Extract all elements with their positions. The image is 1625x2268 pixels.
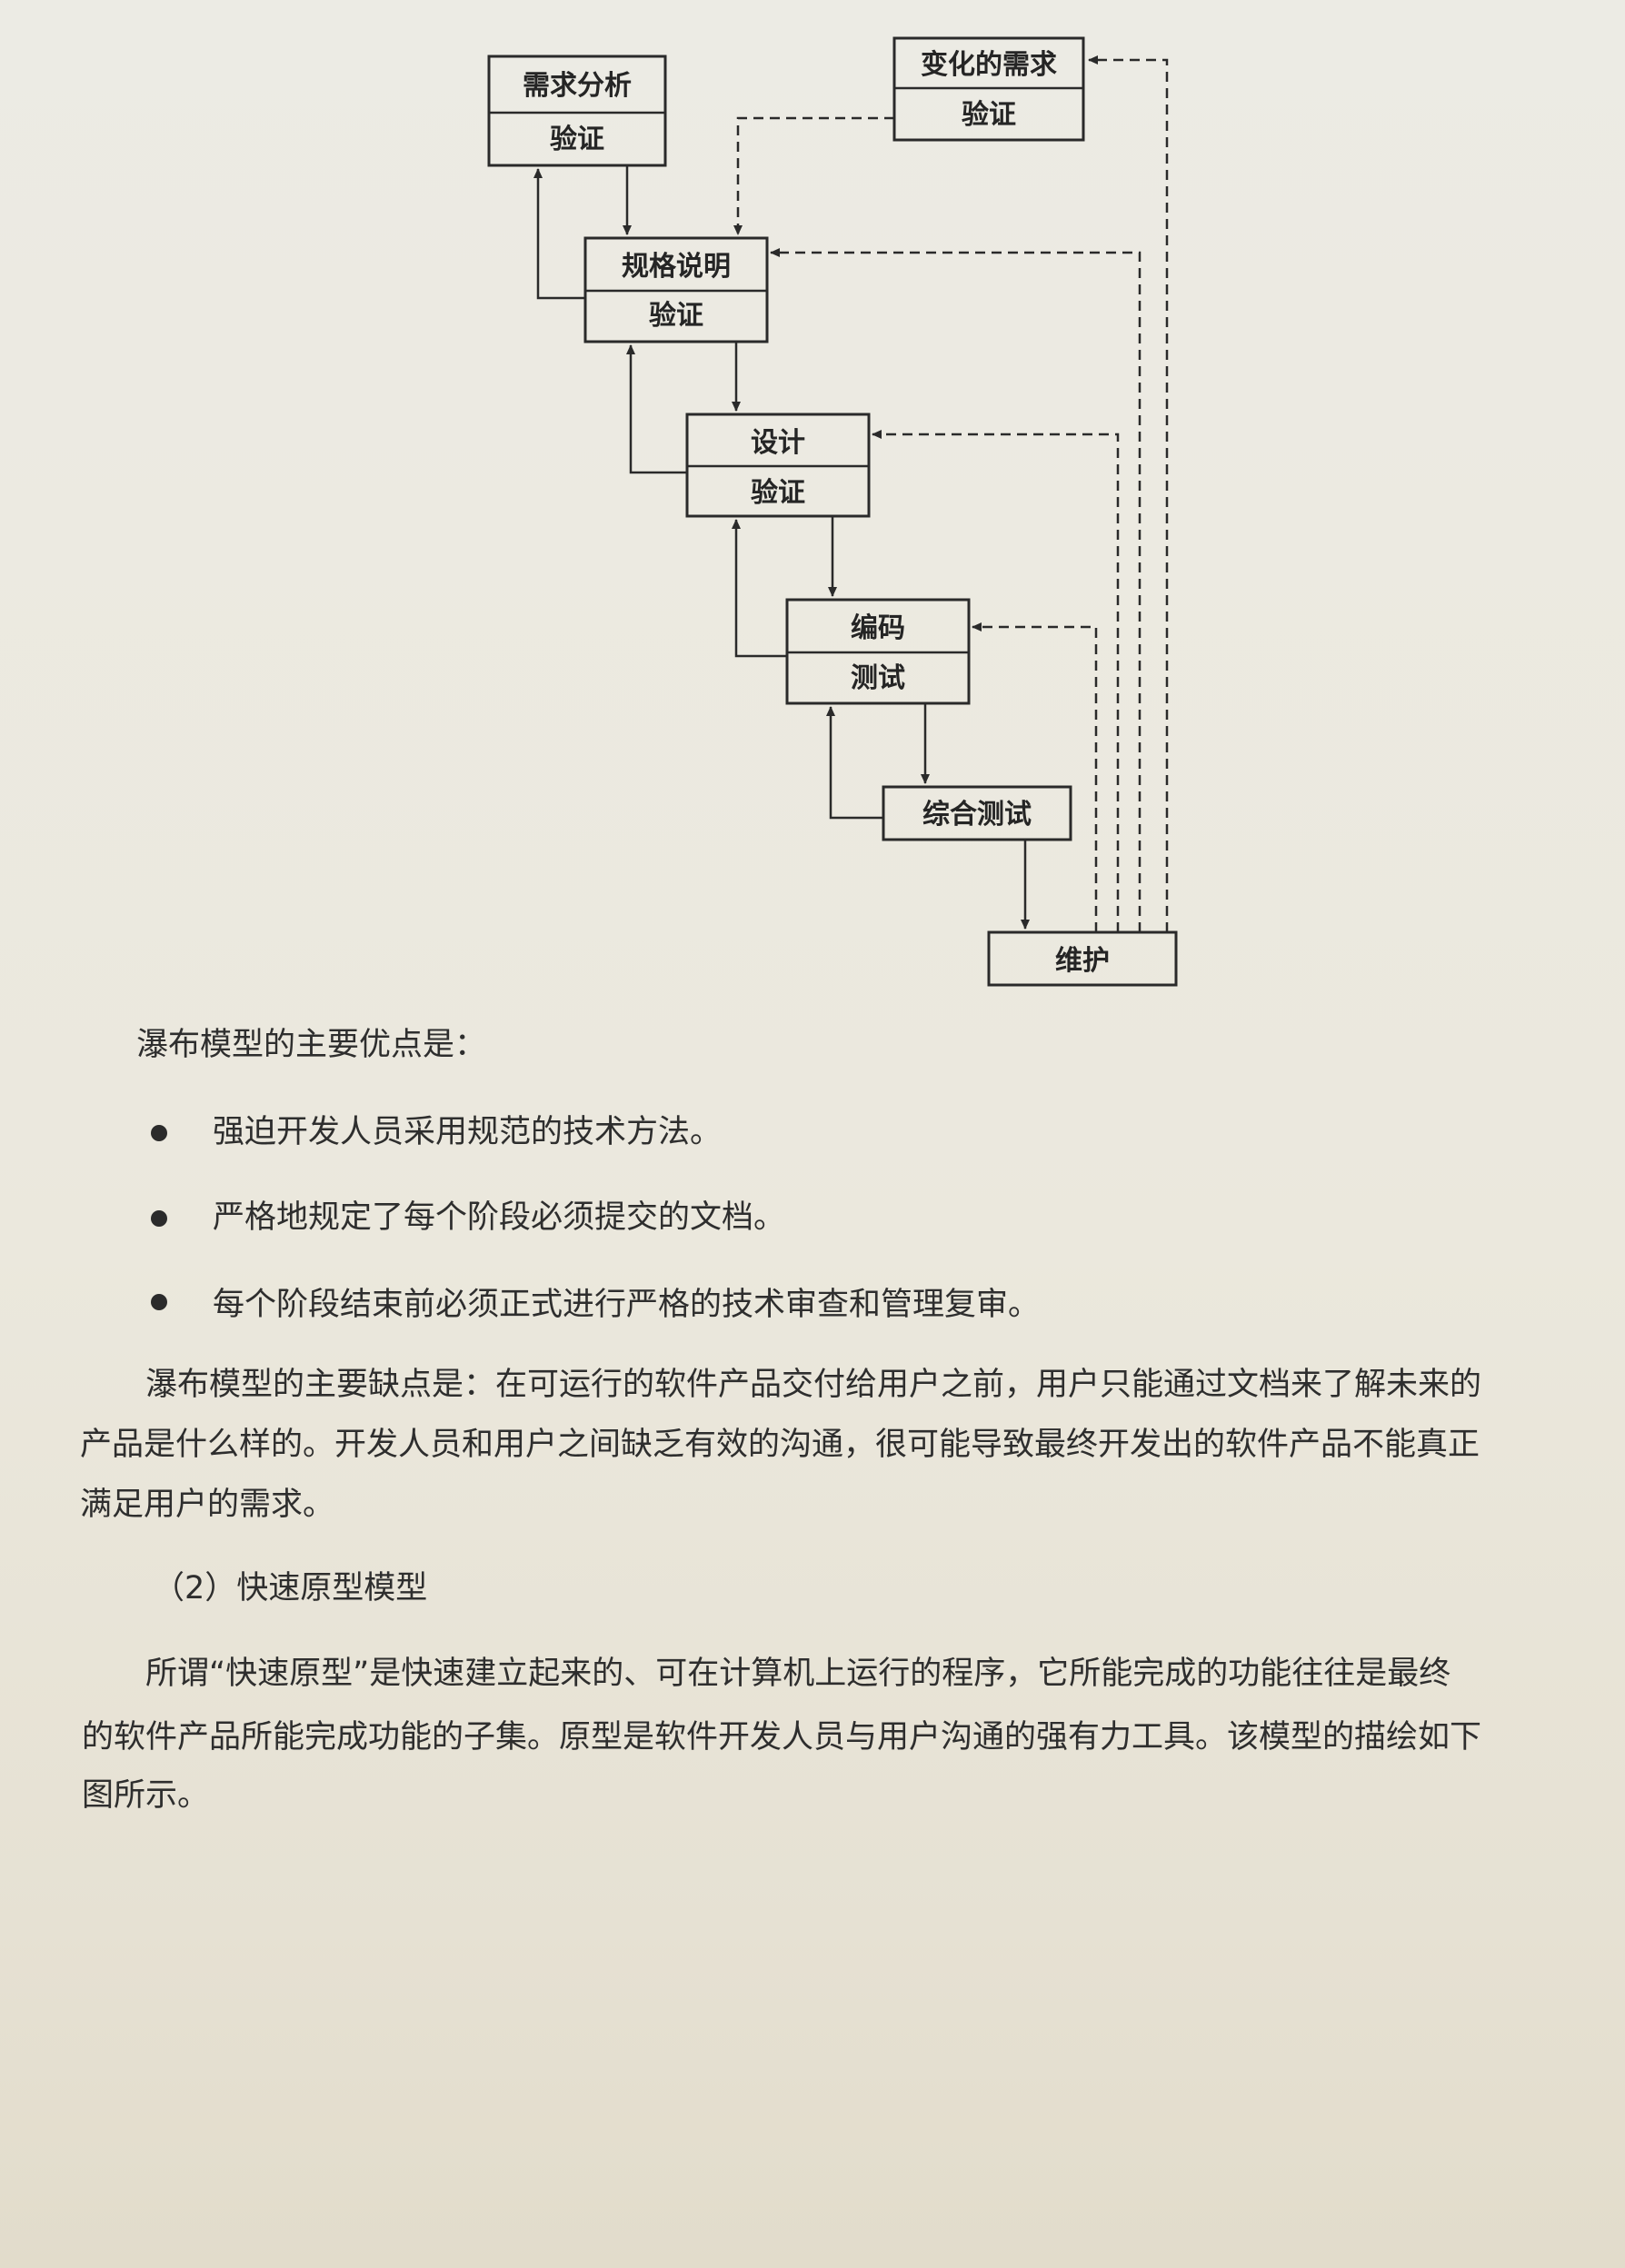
requirements-analysis-title: 需求分析 [523,70,632,102]
design-sub: 验证 [751,477,805,509]
disadvantages-line-3: 满足用户的需求。 [80,1487,335,1523]
design-title: 设计 [751,427,805,459]
bullet-dot [151,1294,167,1310]
section-heading-rapid-prototype: （2）快速原型模型 [153,1570,428,1606]
feedback-arrows [533,168,883,820]
advantage-item-2: 严格地规定了每个阶段必须提交的文档。 [213,1199,786,1236]
maintenance-box: 维护 [987,930,1178,987]
specification-title: 规格说明 [622,251,731,283]
coding-box: 编码 测试 [785,598,971,705]
coding-title: 编码 [851,612,905,644]
changing-requirements-sub: 验证 [962,99,1016,131]
advantage-item-1: 强迫开发人员采用规范的技术方法。 [213,1114,723,1150]
bullet-dot [151,1210,167,1227]
advantage-item-3: 每个阶段结束前必须正式进行严格的技术审查和管理复审。 [213,1287,1041,1323]
integration-test-box: 综合测试 [882,785,1072,841]
advantages-intro: 瀑布模型的主要优点是： [136,1027,487,1063]
prototype-line-2: 的软件产品所能完成功能的子集。原型是软件开发人员与用户沟通的强有力工具。该模型的… [82,1719,1482,1756]
prototype-line-1: 所谓“快速原型”是快速建立起来的、可在计算机上运行的程序，它所能完成的功能往往是… [145,1656,1451,1692]
requirements-analysis-sub: 验证 [550,124,604,155]
maintenance-feedback-dashed-lines [733,55,1169,932]
forward-arrows [623,165,1030,930]
design-box: 设计 验证 [685,413,871,518]
disadvantages-line-2: 产品是什么样的。开发人员和用户之间缺乏有效的沟通，很可能导致最终开发出的软件产品… [80,1427,1480,1463]
specification-box: 规格说明 验证 [583,236,769,343]
specification-sub: 验证 [649,300,703,332]
prototype-line-3: 图所示。 [82,1777,210,1814]
maintenance-title: 维护 [1055,945,1110,977]
coding-sub: 测试 [851,662,905,694]
bullet-dot [151,1125,167,1141]
waterfall-model-diagram: 需求分析 验证 变化的需求 验证 规格说明 验证 设计 验证 编码 测试 综合测… [487,36,1178,987]
changing-requirements-title: 变化的需求 [921,49,1057,81]
requirements-analysis-box: 需求分析 验证 [487,55,667,167]
disadvantages-line-1: 瀑布模型的主要缺点是：在可运行的软件产品交付给用户之前，用户只能通过文档来了解未… [145,1367,1482,1403]
integration-test-title: 综合测试 [922,799,1032,831]
changing-requirements-box: 变化的需求 验证 [892,36,1085,142]
